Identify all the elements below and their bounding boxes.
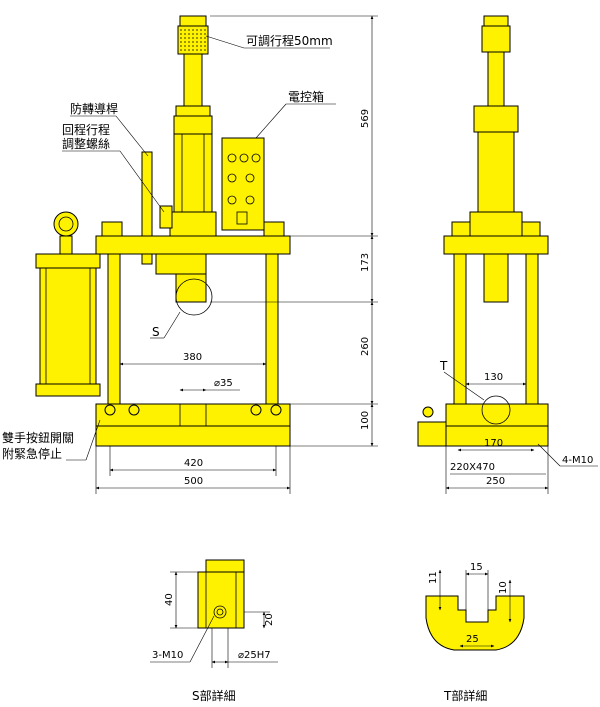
dim-220x470: 220X470	[450, 462, 495, 473]
column-right	[265, 253, 279, 405]
label-two-hand-2: 附緊急停止	[2, 446, 62, 461]
side-dimensions: 130 170 220X470 250 4-M10 T	[439, 359, 598, 494]
side-knob	[481, 25, 511, 53]
s-dim-3m10: 3-M10	[152, 650, 183, 661]
rod-collar	[175, 105, 211, 117]
t-dim-10: 10	[498, 581, 509, 594]
s-dim-20: 20	[264, 613, 275, 626]
dim-250: 250	[486, 476, 505, 487]
front-view	[35, 15, 291, 447]
t-dim-25: 25	[466, 634, 479, 645]
s-detail-caption: S部詳細	[192, 688, 236, 703]
label-return-adjust-2: 調整螺絲	[62, 136, 110, 151]
bed	[95, 403, 291, 427]
label-two-hand-1: 雙手按鈕開關	[2, 431, 74, 445]
dim-420: 420	[184, 458, 203, 469]
s-detail-block	[197, 571, 245, 629]
dim-500: 500	[184, 476, 203, 487]
column-left	[107, 253, 121, 405]
dim-4m10: 4-M10	[562, 455, 593, 466]
t-dim-11: 11	[428, 571, 439, 584]
button-left	[104, 404, 116, 416]
side-top-plate	[443, 235, 549, 255]
cylinder-head	[173, 115, 213, 135]
label-return-adjust-1: 回程行程	[62, 122, 110, 137]
control-box	[221, 137, 265, 231]
front-dimensions: 569 173 260 100 380 ⌀35 420 500	[95, 15, 378, 494]
piston-rod	[183, 53, 203, 107]
s-detail-view: 40 20 ⌀25H7 3-M10 S部詳細	[150, 559, 278, 703]
anti-rotation-rod	[141, 151, 153, 265]
return-adjust-screw	[159, 205, 173, 229]
dim-170: 170	[484, 438, 503, 449]
label-adjust-stroke: 可調行程50mm	[246, 33, 333, 48]
s-detail-circle	[175, 278, 213, 316]
t-detail-view: 15 11 10 25 T部詳細	[425, 562, 525, 703]
pressure-gauge	[53, 211, 79, 237]
t-slot-profile	[425, 595, 525, 651]
button-right	[270, 404, 282, 416]
label-control-box: 電控箱	[288, 89, 324, 104]
dim-100: 100	[360, 411, 371, 430]
dim-130: 130	[484, 372, 503, 383]
t-dim-15: 15	[470, 562, 483, 573]
adjust-knob	[177, 25, 209, 55]
cylinder-mount	[169, 211, 217, 237]
side-view	[417, 15, 549, 447]
dim-35: ⌀35	[214, 378, 233, 389]
top-plate	[95, 235, 291, 255]
s-dim-25h7: ⌀25H7	[238, 650, 271, 661]
base	[95, 425, 291, 447]
t-detail-circle	[481, 395, 511, 425]
front-labels: 可調行程50mm 電控箱 防轉導桿 回程行程 調整螺絲 雙手按鈕開關 附緊急停止…	[2, 33, 336, 461]
t-marker: T	[439, 359, 448, 373]
top-nut	[179, 15, 207, 27]
side-ram	[483, 253, 509, 303]
ram	[155, 253, 207, 275]
dim-173: 173	[360, 253, 371, 272]
side-button-box	[417, 421, 447, 447]
t-detail-caption: T部詳細	[443, 688, 487, 703]
cylinder-body	[173, 133, 213, 213]
dim-380: 380	[183, 352, 202, 363]
dim-569: 569	[360, 109, 371, 128]
dim-260: 260	[360, 337, 371, 356]
tool-holder	[175, 273, 207, 303]
side-cylinder-head	[473, 105, 519, 133]
booster-cylinder	[39, 261, 97, 391]
label-anti-rotation: 防轉導桿	[70, 101, 118, 116]
s-marker: S	[152, 325, 160, 339]
s-dim-40: 40	[164, 593, 175, 606]
